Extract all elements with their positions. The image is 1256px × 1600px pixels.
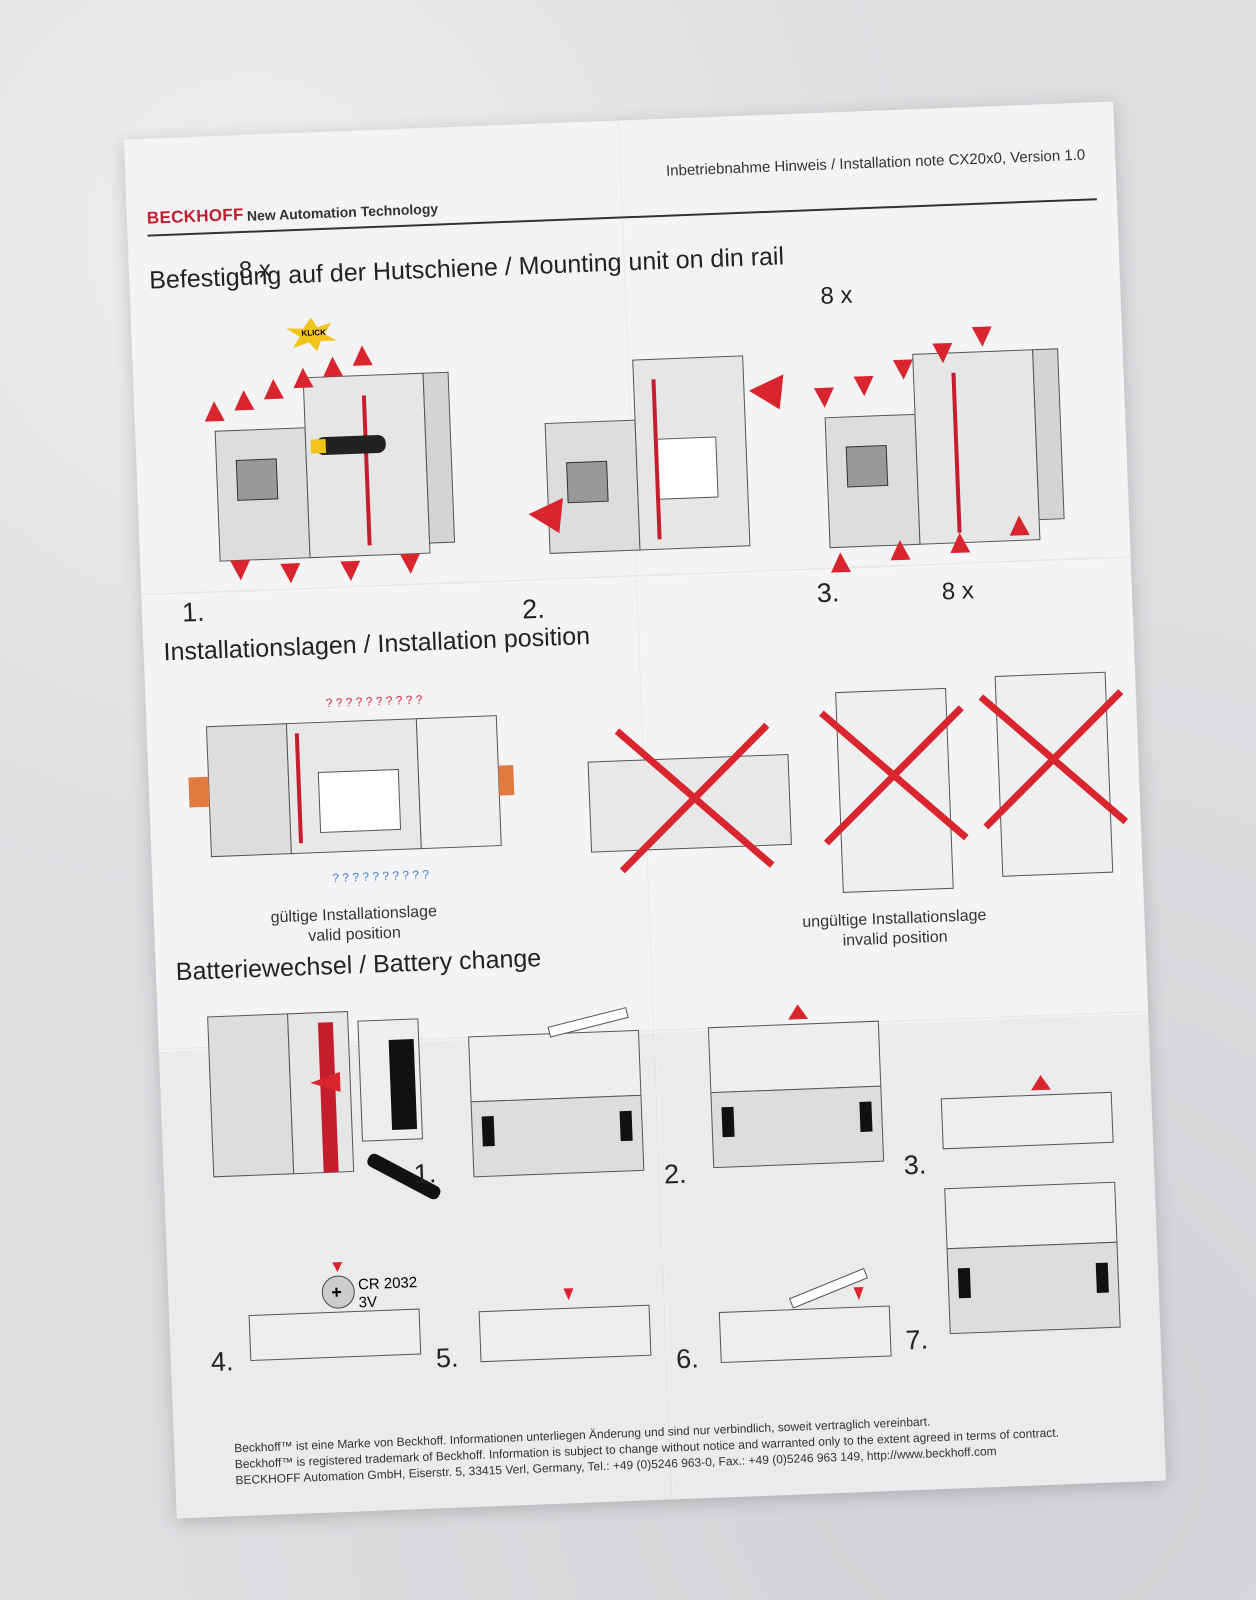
klick-burst-icon xyxy=(286,317,337,352)
battery-step6-diagram xyxy=(718,1267,892,1363)
mount-step3-number: 3. xyxy=(816,577,840,609)
battery-step4-number: 4. xyxy=(210,1346,234,1378)
mount-step1-diagram xyxy=(204,345,456,584)
installation-note-sheet: BECKHOFF New Automation Technology Inbet… xyxy=(123,101,1167,1519)
battery-voltage: 3V xyxy=(358,1293,378,1312)
battery-step7-number: 7. xyxy=(904,1324,929,1356)
battery-step5-number: 5. xyxy=(435,1342,459,1374)
mount-step2-diagram xyxy=(528,355,784,554)
mount-step1-number: 1. xyxy=(181,596,206,628)
battery-step2-diagram xyxy=(468,1007,645,1178)
position-title: Installationslagen / Installation positi… xyxy=(163,621,591,667)
battery-step1-number: 1. xyxy=(413,1158,437,1190)
battery-step3-diagram xyxy=(707,1004,885,1169)
battery-step7-diagram xyxy=(944,1181,1121,1335)
battery-title: Batteriewechsel / Battery change xyxy=(175,944,542,987)
battery-step3b-diagram xyxy=(940,1075,1114,1150)
battery-step2-number: 2. xyxy=(663,1158,688,1190)
battery-step3-number: 3. xyxy=(903,1149,927,1181)
klick-label: KLICK xyxy=(301,327,327,338)
battery-step5-diagram xyxy=(478,1288,652,1363)
battery-step6-number: 6. xyxy=(675,1343,700,1375)
document-note: Inbetriebnahme Hinweis / Installation no… xyxy=(665,146,1086,180)
svg-text:? ? ? ? ? ? ? ? ? ?: ? ? ? ? ? ? ? ? ? ? xyxy=(332,867,430,885)
valid-position-diagram: ? ? ? ? ? ? ? ? ? ? ? ? ? ? ? ? ? ? ? ? xyxy=(188,692,515,885)
beckhoff-logo: BECKHOFF xyxy=(146,204,245,228)
mount-count-3: 8 x xyxy=(819,281,853,310)
mount-step3-diagram xyxy=(813,326,1065,573)
battery-step1-diagram xyxy=(207,1011,441,1200)
svg-text:? ? ? ? ? ? ? ? ? ?: ? ? ? ? ? ? ? ? ? ? xyxy=(325,692,423,710)
mount-step2-number: 2. xyxy=(521,593,546,625)
tagline: New Automation Technology xyxy=(246,200,439,224)
mount-count-1: 8 x xyxy=(238,255,272,285)
battery-type: CR 2032 xyxy=(357,1274,418,1294)
battery-step4-diagram: + xyxy=(248,1261,422,1362)
invalid-position-diagram xyxy=(587,671,1129,893)
mount-count-3b: 8 x xyxy=(941,577,975,606)
svg-text:+: + xyxy=(331,1282,342,1302)
